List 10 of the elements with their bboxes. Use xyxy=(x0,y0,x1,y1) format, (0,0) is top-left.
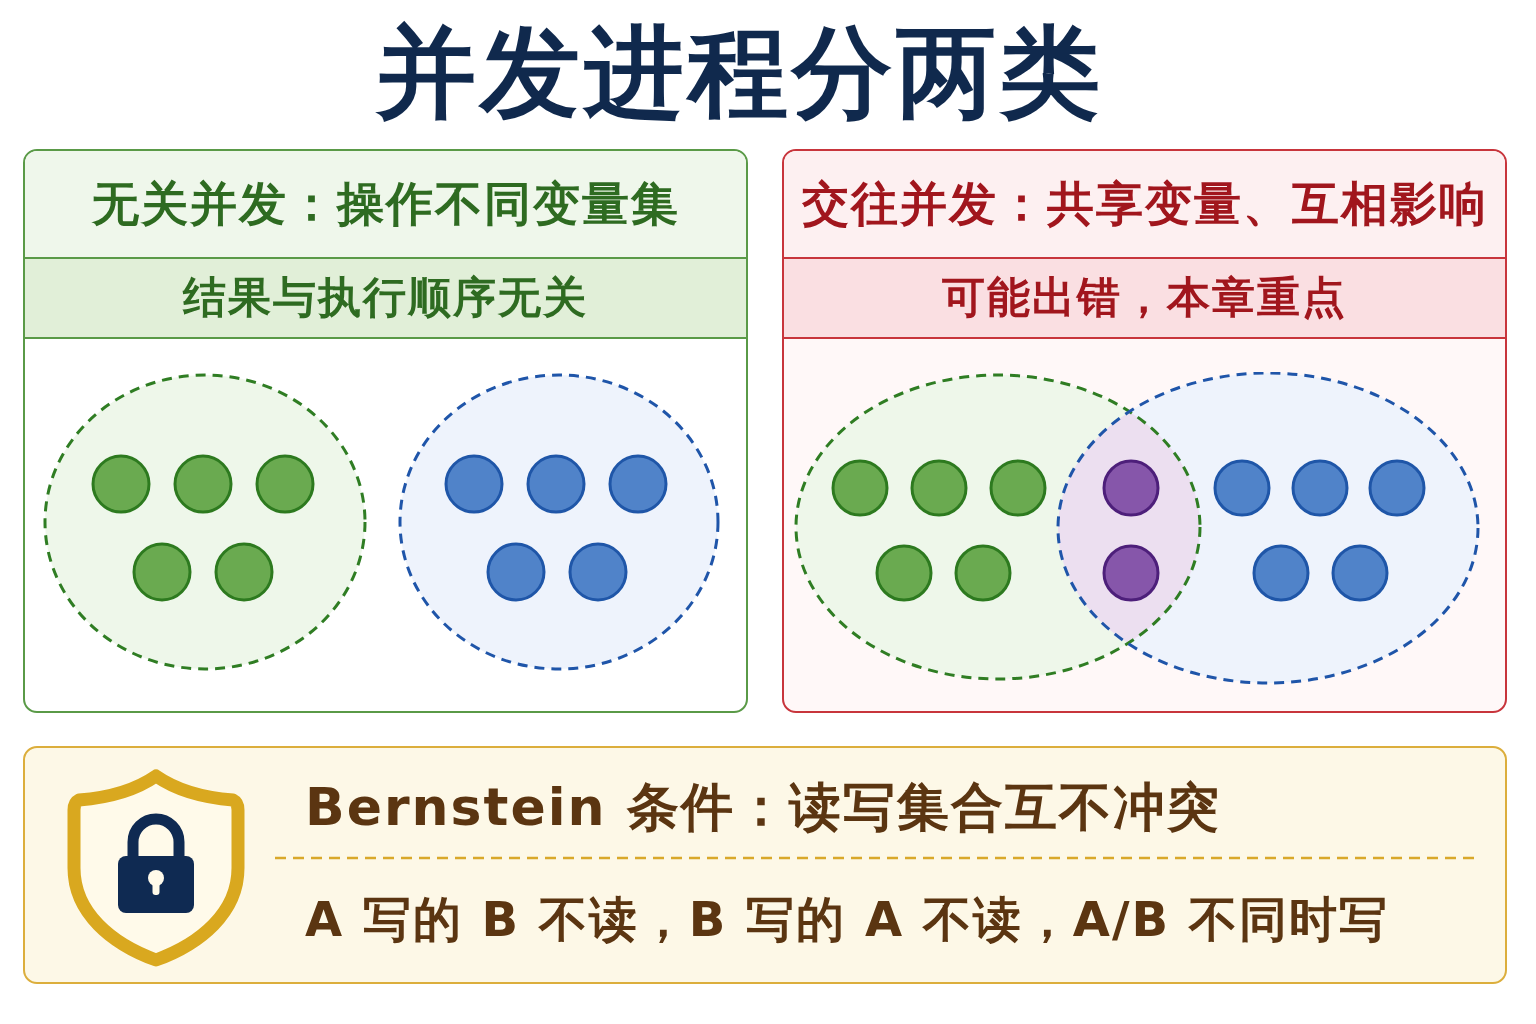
callout-text: A 写的 B 不读，B 写的 A 不读，A/B 不同时写 xyxy=(305,891,1389,949)
panel-subheading: 可能出错，本章重点 xyxy=(942,272,1347,324)
panel-heading: 交往并发：共享变量、互相影响 xyxy=(801,175,1488,233)
callout-heading: Bernstein 条件：读写集合互不冲突 xyxy=(305,776,1221,839)
panel-card xyxy=(782,149,1507,713)
title: 并发进程分两类 xyxy=(376,18,1104,128)
callout-card xyxy=(23,746,1507,984)
panel-heading: 无关并发：操作不同变量集 xyxy=(91,175,680,233)
panel-card xyxy=(23,149,748,713)
panel-subheading: 结果与执行顺序无关 xyxy=(183,272,588,324)
